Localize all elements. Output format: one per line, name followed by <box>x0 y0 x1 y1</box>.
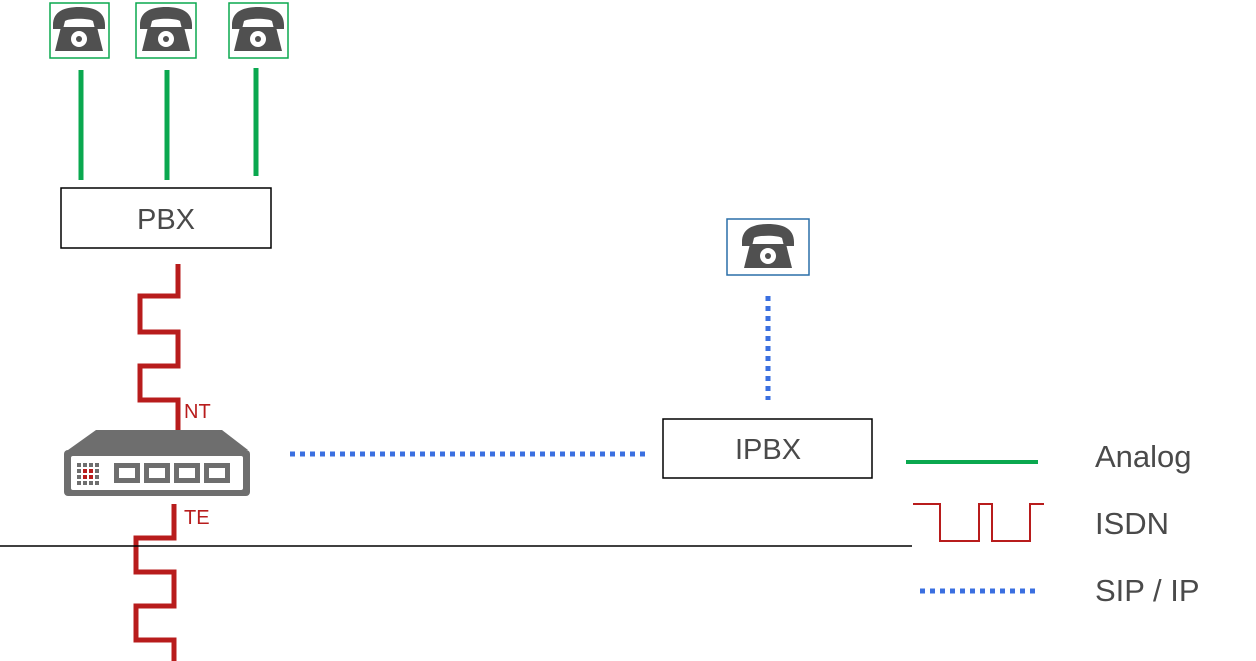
ipbx-label: IPBX <box>735 434 801 466</box>
pbx-label: PBX <box>137 204 195 236</box>
network-switch-icon <box>64 430 250 496</box>
legend-isdn-label: ISDN <box>1095 506 1169 541</box>
analog-phone-3 <box>228 2 289 59</box>
pbx-box: PBX <box>60 187 272 249</box>
nt-label: NT <box>184 401 211 423</box>
ipbx-box: IPBX <box>662 418 873 479</box>
isdn-line-nt <box>137 264 181 430</box>
analog-phone-2 <box>135 2 197 59</box>
ip-phone <box>726 218 810 276</box>
phone-icon <box>742 224 794 268</box>
te-label: TE <box>184 507 210 529</box>
phone-icon <box>140 7 192 51</box>
legend-sip-label: SIP / IP <box>1095 573 1200 608</box>
legend-isdn-swatch <box>913 503 1044 542</box>
analog-phone-1 <box>49 2 110 59</box>
isdn-line-te <box>133 504 177 661</box>
legend-analog-label: Analog <box>1095 439 1192 474</box>
phone-icon <box>53 7 105 51</box>
legend: Analog ISDN SIP / IP <box>906 439 1200 608</box>
phone-icon <box>232 7 284 51</box>
